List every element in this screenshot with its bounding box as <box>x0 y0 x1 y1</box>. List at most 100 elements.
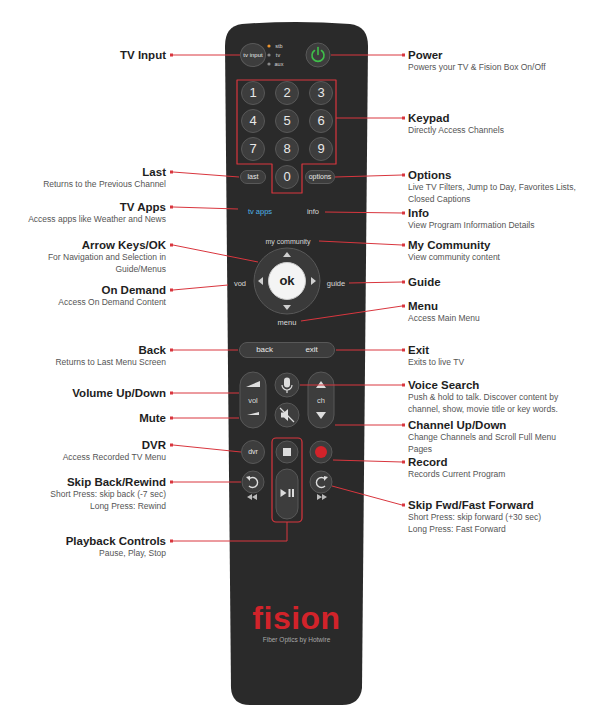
callout-description: Pause, Play, Stop <box>6 547 166 559</box>
callout-title: TV Apps <box>120 200 166 214</box>
button-marking: aux <box>275 60 284 69</box>
callout-title: Info <box>408 206 429 220</box>
button-label: 6 <box>317 114 324 128</box>
button-marking: guide <box>327 279 345 288</box>
button-label: 7 <box>249 142 256 156</box>
callout-description: Change Channels and Scroll Full Menu Pag… <box>408 431 558 455</box>
button-label: dvr <box>248 448 258 456</box>
button-marking: stb <box>275 42 282 51</box>
number-key: 1 <box>241 81 265 105</box>
callout-title: Channel Up/Down <box>408 418 506 432</box>
callout-title: Playback Controls <box>66 534 166 548</box>
button-label: 4 <box>249 114 256 128</box>
callout-description: Access On Demand Content <box>6 296 166 308</box>
callout-description: Short Press: skip forward (+30 sec) <box>408 511 588 523</box>
callout-title: Skip Fwd/Fast Forward <box>408 498 534 512</box>
callout-description: Access Recorded TV Menu <box>6 451 166 463</box>
record-button <box>310 441 332 463</box>
callout-title: Exit <box>408 343 429 357</box>
callout-title: On Demand <box>101 283 166 297</box>
callout-title: Power <box>408 48 443 62</box>
button-label: back <box>256 346 273 355</box>
callout-title: DVR <box>142 438 166 452</box>
callout-description: Returns to Last Menu Screen <box>6 356 166 368</box>
options-button: options <box>305 170 335 184</box>
callout-description: View community content <box>408 251 588 263</box>
button-marking: info <box>307 207 319 216</box>
skip-back-button <box>242 471 264 500</box>
callout-title: Mute <box>139 411 166 425</box>
button-marking: ch <box>317 396 325 405</box>
callout-title: Keypad <box>408 111 450 125</box>
button-label: options <box>309 173 332 181</box>
number-key: 4 <box>241 109 265 133</box>
leader-ends <box>170 54 405 543</box>
input-dots <box>267 44 270 65</box>
button-label: 9 <box>317 142 324 156</box>
leader-lines <box>173 55 402 541</box>
brand-tagline: Fiber Optics by Hotwire <box>263 636 331 643</box>
button-marking: vol <box>248 396 258 405</box>
button-marking: vod <box>234 279 246 288</box>
button-marking: tv <box>276 51 280 60</box>
stop-button <box>276 441 298 463</box>
callout-title: My Community <box>408 238 490 252</box>
number-key: 6 <box>309 109 333 133</box>
play-pause-button <box>276 469 298 519</box>
brand-logo: fision <box>252 600 340 637</box>
button-label: exit <box>305 346 317 355</box>
callout-title: Options <box>408 168 451 182</box>
callout-description: Live TV Filters, Jump to Day, Favorites … <box>408 181 588 205</box>
button-label: 5 <box>283 114 290 128</box>
callout-description: Exits to live TV <box>408 356 588 368</box>
number-key: 7 <box>241 137 265 161</box>
callout-title: Guide <box>408 275 441 289</box>
number-key: 8 <box>275 137 299 161</box>
callout-title: Volume Up/Down <box>72 386 166 400</box>
button-label: tv input <box>243 52 262 58</box>
button-marking: my community <box>265 237 310 246</box>
callout-description: For Navigation and Selection in Guide/Me… <box>34 251 166 275</box>
number-key: 2 <box>275 81 299 105</box>
button-marking: tv apps <box>248 207 272 216</box>
last-button: last <box>240 170 266 184</box>
callout-description: View Program Information Details <box>408 219 588 231</box>
keypad-outline <box>237 80 336 193</box>
button-label: ok <box>279 274 294 288</box>
callout-title: Skip Back/Rewind <box>67 475 166 489</box>
voice-search-button <box>275 373 299 397</box>
channel-rocker <box>308 372 334 428</box>
button-label: 1 <box>249 86 256 100</box>
callout-description: Returns to the Previous Channel <box>6 178 166 190</box>
callout-description: Push & hold to talk. Discover content by… <box>408 391 588 415</box>
callout-description: Short Press: skip back (-7 sec) <box>6 488 166 500</box>
callout-description: Records Current Program <box>408 468 588 480</box>
callout-title: Last <box>142 165 166 179</box>
mute-button <box>275 403 299 427</box>
callout-description: Access apps like Weather and News <box>6 213 166 225</box>
callout-description: Long Press: Rewind <box>6 500 166 512</box>
callout-description: Access Main Menu <box>408 312 588 324</box>
number-key: 5 <box>275 109 299 133</box>
callout-description: Powers your TV & Fision Box On/Off <box>408 61 588 73</box>
volume-rocker <box>240 372 266 428</box>
button-marking: menu <box>278 318 297 327</box>
number-key: 3 <box>309 81 333 105</box>
callout-title: Menu <box>408 299 438 313</box>
button-label: 3 <box>317 86 324 100</box>
number-key: 9 <box>309 137 333 161</box>
playback-bracket <box>272 438 302 522</box>
dvr-button: dvr <box>241 440 265 464</box>
navigation-ring <box>254 248 320 314</box>
callout-title: Arrow Keys/OK <box>82 238 166 252</box>
remote-body <box>225 22 368 705</box>
callout-description: Long Press: Fast Forward <box>408 523 588 535</box>
button-label: last <box>248 173 259 181</box>
skip-forward-button <box>310 471 332 500</box>
button-label: 0 <box>283 170 290 184</box>
callout-title: TV Input <box>120 48 166 62</box>
input-button: tv input <box>240 43 266 67</box>
button-label: 2 <box>283 86 290 100</box>
power-button <box>306 43 330 67</box>
